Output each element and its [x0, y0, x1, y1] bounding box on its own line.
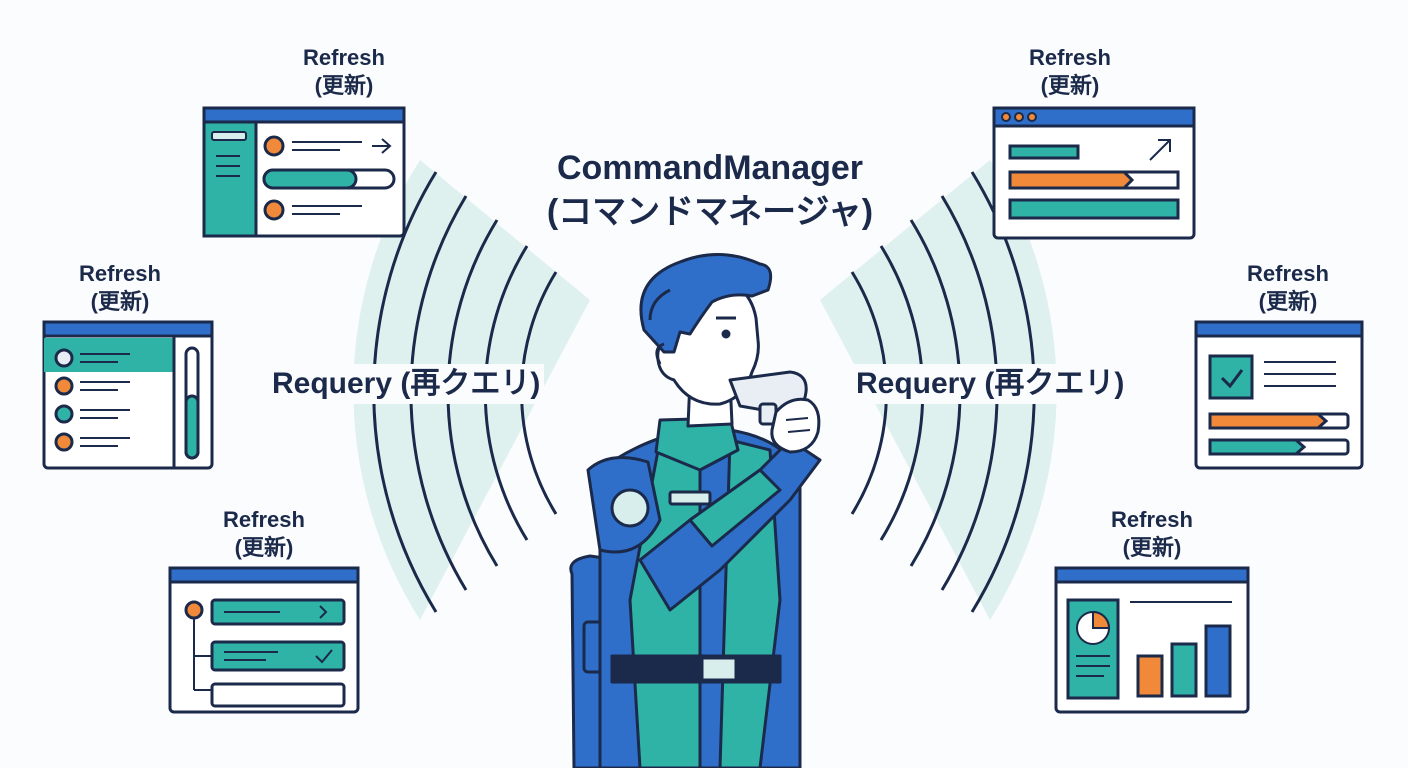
window-panel-left-middle — [42, 320, 214, 470]
refresh-label-left-middle: Refresh(更新) — [79, 261, 161, 314]
trend-up-icon — [1149, 139, 1171, 161]
window-panel-left-top — [202, 106, 406, 238]
pie-chart-icon — [1076, 610, 1111, 645]
refresh-label-right-middle: Refresh(更新) — [1247, 261, 1329, 314]
refresh-label-left-bottom: Refresh(更新) — [223, 507, 305, 560]
title-line-2: (コマンドマネージャ) — [546, 193, 874, 231]
refresh-label-right-top: Refresh(更新) — [1029, 45, 1111, 98]
check-icon — [1220, 369, 1244, 389]
window-panel-left-bottom — [168, 566, 360, 714]
title-line-1: CommandManager — [556, 149, 864, 187]
arrow-right-icon — [372, 138, 392, 154]
refresh-label-left-top: Refresh(更新) — [303, 45, 385, 98]
window-panel-right-top — [992, 106, 1196, 240]
command-manager-title: CommandManager (コマンドマネージャ) — [500, 146, 920, 234]
requery-label-left: Requery (再クエリ) — [268, 364, 545, 404]
bar-chart-icon — [1136, 624, 1232, 698]
requery-label-right: Requery (再クエリ) — [852, 364, 1129, 404]
command-manager-figure — [569, 253, 822, 768]
refresh-label-right-bottom: Refresh(更新) — [1111, 507, 1193, 560]
window-panel-right-middle — [1194, 320, 1364, 470]
window-panel-right-bottom — [1054, 566, 1250, 714]
check-icon — [315, 649, 333, 664]
